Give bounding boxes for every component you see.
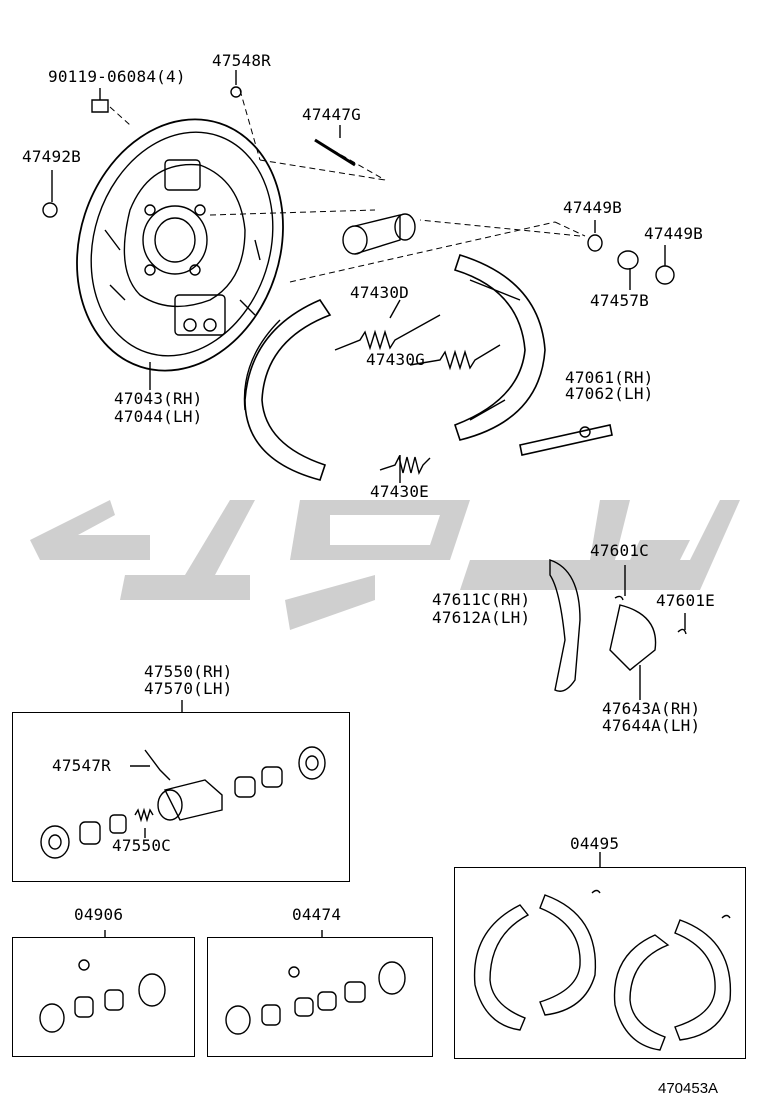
wheel-cylinder-assembly-box	[12, 712, 350, 882]
callout-spring-g: 47430G	[366, 350, 425, 369]
callout-plug: 47492B	[22, 147, 81, 166]
callout-washer-b: 47449B	[563, 198, 622, 217]
callout-lever-lh: 47612A(LH)	[432, 608, 531, 627]
figure-id: 470453A	[658, 1080, 719, 1097]
shoe-kit-box	[454, 867, 746, 1059]
callout-spring-e: 47430E	[370, 482, 429, 501]
callout-kit-b: 04474	[292, 905, 342, 924]
callout-clip-e: 47601E	[656, 591, 715, 610]
callout-spring-d: 47430D	[350, 283, 409, 302]
callout-backing-plate-rh: 47043(RH)	[114, 389, 203, 408]
callout-clip-c: 47601C	[590, 541, 649, 560]
callout-adjuster-rh: 47061(RH)	[565, 368, 654, 387]
callout-lever2-rh: 47643A(RH)	[602, 699, 701, 718]
callout-bleeder: 47547R	[52, 756, 111, 775]
callout-lever-rh: 47611C(RH)	[432, 590, 531, 609]
callout-bleeder-cap: 47548R	[212, 51, 271, 70]
callout-washer-b2: 47449B	[644, 224, 703, 243]
callout-cyl-assy-lh: 47570(LH)	[144, 679, 233, 698]
kit-04906-box	[12, 937, 195, 1057]
callout-adjuster-lh: 47062(LH)	[565, 384, 654, 403]
callout-shoe-kit: 04495	[570, 834, 620, 853]
callout-cyl-spring: 47550C	[112, 836, 171, 855]
callout-kit-a: 04906	[74, 905, 124, 924]
callout-cyl-assy-rh: 47550(RH)	[144, 662, 233, 681]
callout-spring-457: 47457B	[590, 291, 649, 310]
callout-lever2-lh: 47644A(LH)	[602, 716, 701, 735]
callout-pin: 47447G	[302, 105, 361, 124]
callout-bolt: 90119-06084(4)	[48, 67, 186, 86]
kit-04474-box	[207, 937, 433, 1057]
callout-backing-plate-lh: 47044(LH)	[114, 407, 203, 426]
